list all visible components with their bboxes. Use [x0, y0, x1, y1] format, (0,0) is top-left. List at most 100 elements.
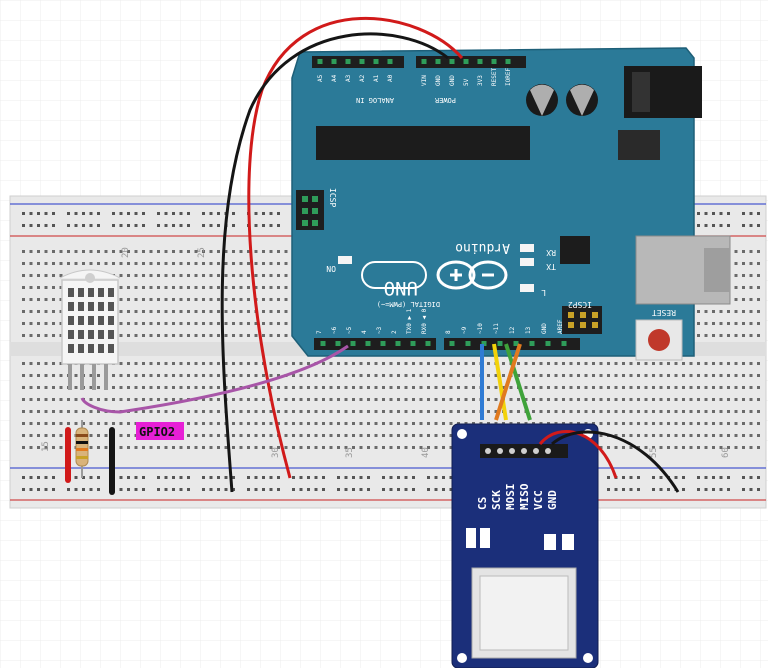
reset-label: RESET — [652, 308, 676, 317]
sd-pin-label: VCC — [532, 490, 545, 510]
l-led-label: L — [541, 288, 546, 297]
power-header-label: POWER — [434, 96, 456, 104]
pin-label: ~11 — [493, 323, 500, 334]
atmega-chip — [316, 126, 530, 160]
pin-label: 13 — [525, 326, 532, 334]
sd-pin-label: GND — [546, 490, 559, 510]
pin-label: A0 — [387, 74, 394, 82]
pullup-resistor — [75, 420, 89, 478]
pin-label: ~9 — [461, 326, 468, 334]
usb-connector — [635, 235, 731, 305]
column-number: 15 — [41, 441, 51, 452]
wire-black-sd-gnd — [551, 430, 680, 493]
voltage-regulator — [618, 130, 660, 160]
header-pin — [387, 59, 393, 64]
header-pin — [317, 59, 323, 64]
pin-label: AREF — [557, 319, 564, 334]
column-number: 60 — [721, 447, 731, 458]
tx-led-label: TX — [546, 262, 556, 271]
power-header: POWER — [416, 56, 526, 104]
gpio-tag — [136, 422, 184, 440]
pin-label: GND — [541, 323, 548, 334]
icsp2-label: ICSP2 — [568, 300, 592, 309]
rx-led — [520, 244, 534, 252]
column-number: 55 — [649, 447, 659, 458]
icsp2-header: ICSP2 — [562, 300, 602, 334]
header-pin — [545, 341, 551, 346]
gpio-label: GPIO2 — [139, 425, 175, 439]
tx-led — [520, 258, 534, 266]
pin-label: ~6 — [331, 326, 338, 334]
digital-header-label: DIGITAL (PWM=~) — [377, 300, 440, 308]
header-pin — [497, 341, 503, 346]
header-pin — [425, 341, 431, 346]
arduino-uno-board: RESET ICSP ICSP2 ON RX TX L UNO — [291, 47, 731, 361]
header-pin — [435, 59, 441, 64]
header-pin — [395, 341, 401, 346]
pin-label: TX0 ▶ 1 — [406, 308, 413, 334]
uno-label: UNO — [384, 277, 418, 299]
header-pin — [365, 341, 371, 346]
header-pin — [421, 59, 427, 64]
header-pin — [350, 341, 356, 346]
header-pin — [491, 59, 497, 64]
arduino-logo: UNO Arduino — [361, 240, 510, 299]
pin-label: A3 — [345, 74, 352, 82]
header-pin — [373, 59, 379, 64]
pin-label: 3V3 — [477, 75, 484, 86]
pin-label: GND — [449, 75, 456, 86]
header-pin — [505, 59, 511, 64]
on-led — [338, 256, 352, 264]
pin-label: GND — [435, 75, 442, 86]
l-led — [520, 284, 534, 292]
column-number: 35 — [345, 447, 355, 458]
usb-chip — [560, 236, 590, 264]
header-pin — [449, 341, 455, 346]
wire-yellow-mosi — [492, 343, 508, 421]
header-pin — [331, 59, 337, 64]
pin-label: ~5 — [346, 326, 353, 334]
header-pin — [345, 59, 351, 64]
wire-purple-gpio2 — [80, 344, 349, 414]
dht-sensor — [59, 269, 121, 390]
pin-label: IOREF — [505, 68, 512, 86]
rx-led-label: RX — [546, 248, 556, 257]
pin-label: 2 — [391, 330, 398, 334]
reset-button-cap[interactable] — [648, 329, 670, 351]
wire-red-sd-vcc — [538, 429, 618, 479]
sd-pin-label: MISO — [518, 483, 531, 510]
pin-label: RESET — [491, 68, 498, 86]
header-pin — [380, 341, 386, 346]
wire-orange-sck — [494, 343, 522, 421]
pin-label: 8 — [445, 330, 452, 334]
header-pin — [410, 341, 416, 346]
header-pin — [561, 341, 567, 346]
header-pin — [465, 341, 471, 346]
pin-label: ~3 — [376, 326, 383, 334]
dc-jack-detail — [632, 72, 650, 112]
pin-label: A2 — [359, 74, 366, 82]
sd-pin-label: MOSI — [504, 484, 517, 511]
header-pin — [463, 59, 469, 64]
header-pin — [481, 341, 487, 346]
sd-pin-label: CS — [476, 497, 489, 510]
icsp-header: ICSP — [296, 188, 337, 230]
header-pin — [477, 59, 483, 64]
pin-label: RX0 ◀ 0 — [421, 308, 428, 334]
pin-label: ~10 — [477, 323, 484, 334]
pin-label: VIN — [421, 75, 428, 86]
analog-header-label: ANALOG IN — [356, 96, 394, 104]
column-number: 25 — [197, 247, 207, 258]
column-number: 20 — [121, 247, 131, 258]
pin-label: A4 — [331, 74, 338, 82]
column-number: 40 — [421, 447, 431, 458]
header-pin — [529, 341, 535, 346]
pin-label: 12 — [509, 326, 516, 334]
icsp-label: ICSP — [328, 188, 337, 207]
brand-label: Arduino — [455, 240, 510, 255]
header-pin — [513, 341, 519, 346]
sd-pin-label: SCK — [490, 490, 503, 510]
wire-green-miso — [504, 343, 532, 421]
